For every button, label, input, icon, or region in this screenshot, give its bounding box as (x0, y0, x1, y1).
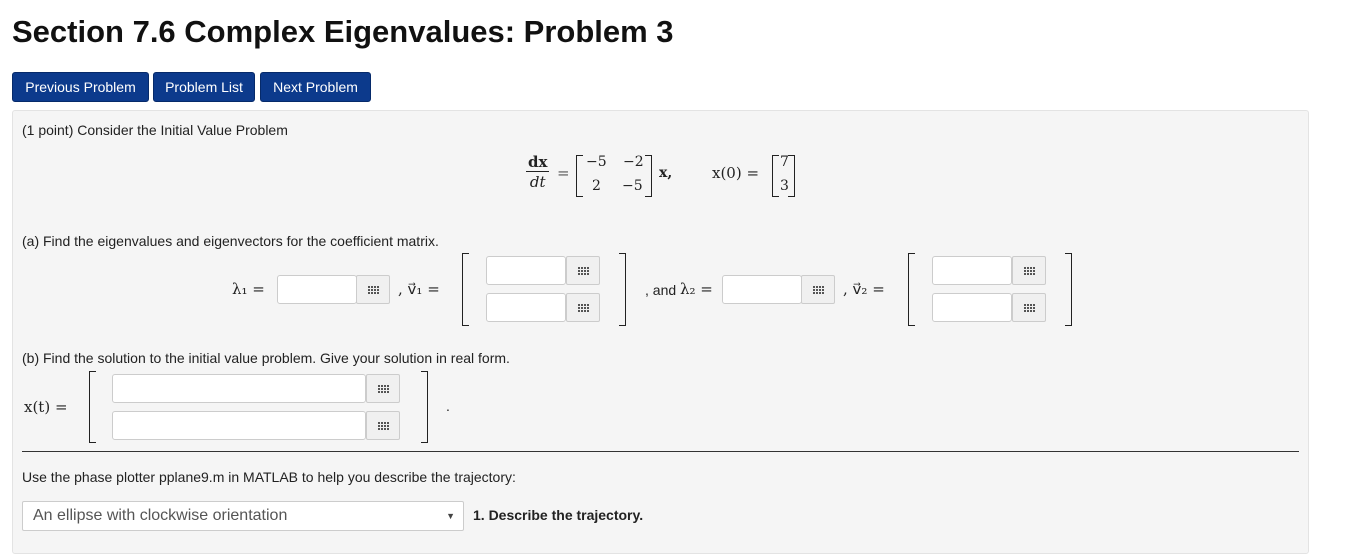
equation-palette-icon (1023, 266, 1035, 275)
solution-right-bracket (421, 371, 428, 443)
equals-sign: = (557, 164, 570, 182)
trajectory-select-label: 1. Describe the trajectory. (473, 507, 644, 523)
part-b-prompt: (b) Find the solution to the initial val… (22, 350, 510, 366)
v2-left-bracket (908, 253, 915, 326)
derivative-numerator: dx (526, 153, 550, 172)
equation-palette-icon (1023, 303, 1035, 312)
solution-period: . (446, 398, 450, 414)
derivative-fraction: dx dt (526, 153, 550, 192)
vector-x-symbol: x, (659, 165, 673, 181)
page-title: Section 7.6 Complex Eigenvalues: Problem… (12, 14, 674, 49)
lambda2-label: λ₂ = (680, 280, 713, 298)
v2-right-bracket (1065, 253, 1072, 326)
v2-component-2-input[interactable] (932, 293, 1012, 322)
v2-component-1-palette-button[interactable] (1012, 256, 1046, 285)
v2-label: , v⃗₂ = (843, 280, 885, 298)
equation-palette-icon (812, 285, 824, 294)
solution-lhs: x(t) = (24, 398, 68, 416)
problem-panel (12, 110, 1309, 554)
v1-component-1-input[interactable] (486, 256, 566, 285)
matrix-cell-22: −5 (622, 178, 643, 194)
solution-component-2-input[interactable] (112, 411, 366, 440)
lambda1-label: λ₁ = (232, 280, 265, 298)
problem-intro: (1 point) Consider the Initial Value Pro… (22, 122, 288, 138)
dropdown-arrow-icon: ▼ (446, 511, 455, 521)
lambda2-palette-button[interactable] (801, 275, 835, 304)
initial-condition-lhs: x(0) = (712, 164, 760, 182)
matrix-cell-11: −5 (586, 154, 607, 170)
lambda2-input[interactable] (722, 275, 802, 304)
initial-right-bracket (788, 155, 795, 197)
matrix-cell-12: −2 (623, 154, 644, 170)
matrix-cell-21: 2 (592, 178, 601, 194)
v1-component-2-palette-button[interactable] (566, 293, 600, 322)
previous-problem-button[interactable]: Previous Problem (12, 72, 149, 102)
matrix-left-bracket (576, 155, 583, 197)
equation-palette-icon (377, 384, 389, 393)
lambda1-input[interactable] (277, 275, 357, 304)
v2-component-2-palette-button[interactable] (1012, 293, 1046, 322)
trajectory-select-value: An ellipse with clockwise orientation (33, 507, 288, 524)
section-divider (22, 451, 1299, 452)
equation-palette-icon (577, 303, 589, 312)
v1-component-2-input[interactable] (486, 293, 566, 322)
initial-vector-1: 7 (780, 154, 789, 170)
next-problem-button[interactable]: Next Problem (260, 72, 371, 102)
solution-component-1-palette-button[interactable] (366, 374, 400, 403)
and-text: , and (645, 282, 677, 298)
part-c-prompt: Use the phase plotter pplane9.m in MATLA… (22, 469, 516, 485)
solution-component-2-palette-button[interactable] (366, 411, 400, 440)
v1-right-bracket (619, 253, 626, 326)
v1-left-bracket (462, 253, 469, 326)
solution-left-bracket (89, 371, 96, 443)
solution-component-1-input[interactable] (112, 374, 366, 403)
initial-left-bracket (772, 155, 779, 197)
matrix-right-bracket (645, 155, 652, 197)
problem-list-button[interactable]: Problem List (153, 72, 255, 102)
trajectory-select[interactable]: An ellipse with clockwise orientation ▼ (22, 501, 464, 531)
equation-palette-icon (377, 421, 389, 430)
v1-label: , v⃗₁ = (398, 280, 440, 298)
lambda1-palette-button[interactable] (356, 275, 390, 304)
v2-component-1-input[interactable] (932, 256, 1012, 285)
part-a-prompt: (a) Find the eigenvalues and eigenvector… (22, 233, 439, 249)
initial-vector-2: 3 (780, 178, 789, 194)
v1-component-1-palette-button[interactable] (566, 256, 600, 285)
derivative-denominator: dt (529, 173, 546, 191)
equation-palette-icon (577, 266, 589, 275)
equation-palette-icon (367, 285, 379, 294)
